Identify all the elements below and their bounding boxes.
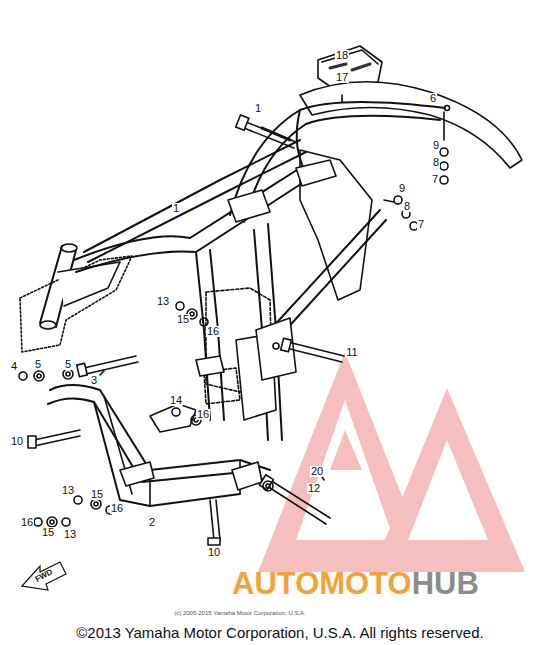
- callout-number: 13: [63, 529, 77, 540]
- callout-number: 1: [172, 203, 180, 214]
- callout-number: 10: [207, 547, 221, 558]
- callout-number: 13: [156, 296, 170, 307]
- callout-number: 15: [41, 527, 55, 538]
- callout-number: 16: [196, 409, 210, 420]
- callout-number: 16: [20, 517, 34, 528]
- callout-number: 6: [429, 93, 437, 104]
- callout-number: 5: [34, 359, 42, 370]
- watermark: AUTOMOTO: [232, 568, 412, 599]
- callout-number: 9: [432, 140, 440, 151]
- callout-number: 17: [335, 72, 349, 83]
- frame-drawing: [19, 46, 522, 545]
- caption: ©2013 Yamaha Motor Corporation, U.S.A. A…: [0, 624, 560, 641]
- callout-number: 8: [432, 157, 440, 168]
- callout-number: 1: [254, 103, 262, 114]
- callout-number: 7: [431, 174, 439, 185]
- callout-number: 15: [176, 314, 190, 325]
- callout-number: 3: [90, 375, 98, 386]
- callout-number: 18: [335, 50, 349, 61]
- watermark: HUB: [412, 568, 479, 599]
- forward-arrow: [22, 562, 66, 590]
- callout-number: 10: [10, 436, 24, 447]
- callout-number: 16: [110, 503, 124, 514]
- callout-number: 7: [417, 219, 425, 230]
- callout-number: 11: [345, 347, 358, 358]
- callout-number: 14: [169, 395, 183, 406]
- copyright-note: (c) 2005-2015 Yamaha Motor Corporation, …: [174, 610, 306, 616]
- callout-number: 9: [398, 183, 406, 194]
- watermark-logo: [258, 352, 525, 572]
- callout-number: 12: [307, 483, 321, 494]
- callout-number: 15: [90, 489, 104, 500]
- callout-number: 5: [64, 359, 72, 370]
- callout-number: 4: [10, 361, 18, 372]
- callout-number: 8: [403, 201, 411, 212]
- callout-number: 13: [61, 485, 75, 496]
- callout-number: 20: [310, 466, 324, 477]
- callout-number: 2: [148, 517, 156, 528]
- callout-number: 16: [206, 326, 220, 337]
